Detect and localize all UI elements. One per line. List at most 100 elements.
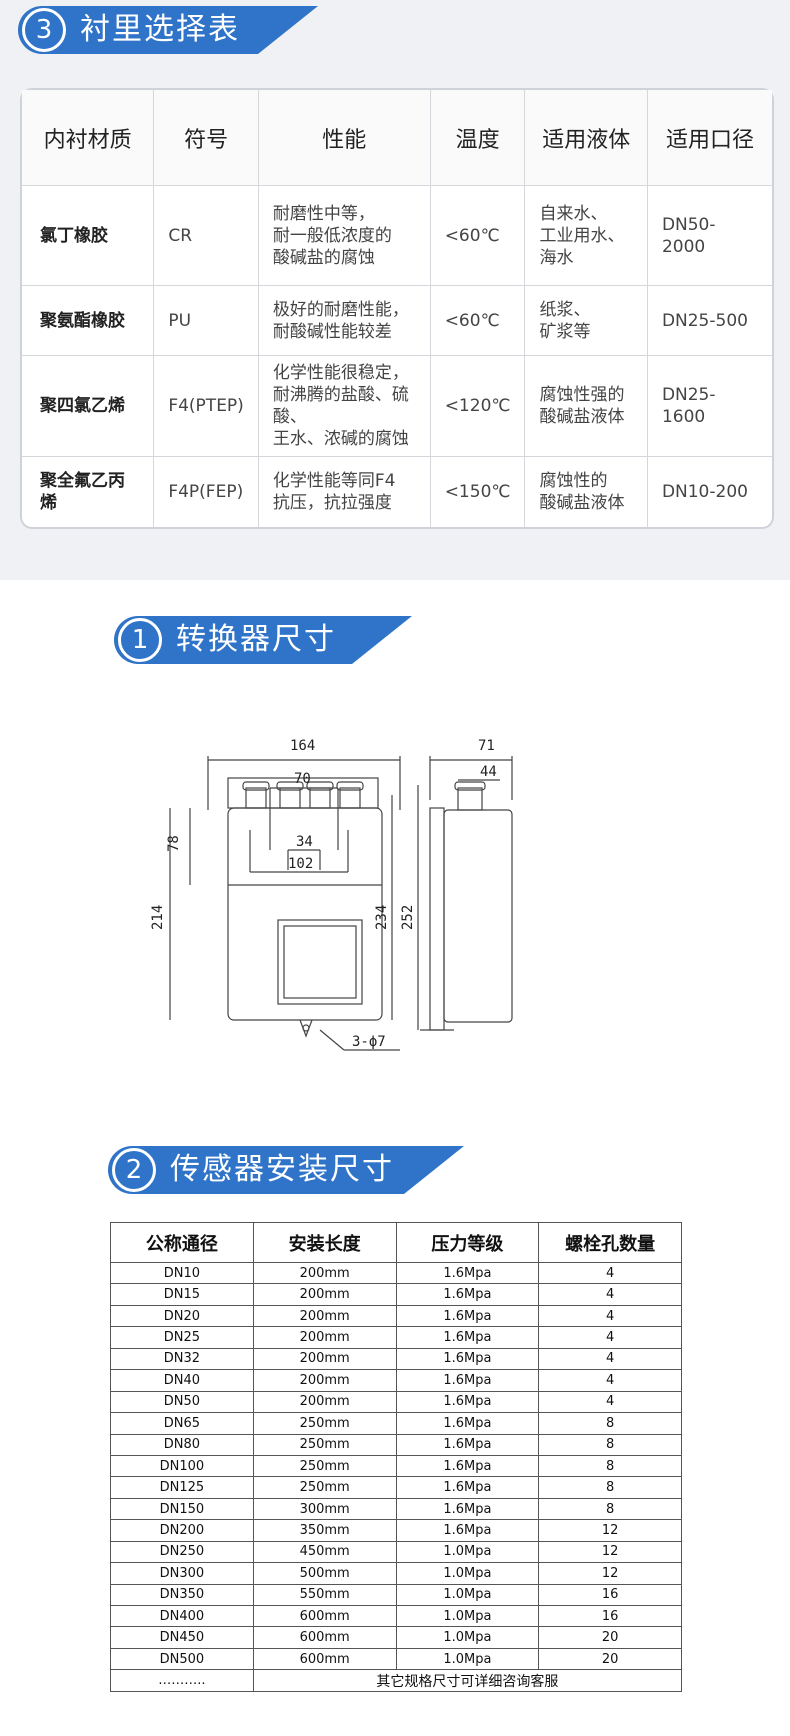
material-cell: 聚全氟乙丙烯 [22, 457, 155, 527]
bolt-count-cell: 8 [538, 1454, 682, 1478]
bolt-count-cell: 8 [538, 1476, 682, 1499]
dim-width-71: 71 [478, 738, 495, 754]
pressure-class-cell: 1.0Mpa [395, 1626, 540, 1649]
bolt-count-cell: 12 [538, 1519, 682, 1542]
pressure-class-cell: 1.6Mpa [395, 1519, 540, 1542]
dim-width-44: 44 [480, 764, 497, 780]
install-length-cell: 200mm [252, 1283, 397, 1306]
nominal-diameter-cell: DN10 [110, 1261, 254, 1285]
table-footer-row: ……….. 其它规格尺寸可详细咨询客服 [110, 1669, 683, 1692]
liquid-cell-line: 海水 [539, 247, 574, 268]
install-length-cell: 600mm [252, 1604, 397, 1628]
pressure-class-cell: 1.6Mpa [395, 1390, 540, 1414]
caliber-cell: DN25-500 [647, 286, 772, 356]
performance-cell: 耐磨性中等，耐一般低浓度的酸碱盐的腐蚀 [258, 186, 431, 286]
liquid-cell-line: 自来水、 [539, 203, 608, 224]
table-header-row: 内衬材质 符号 性能 温度 适用液体 适用口径 [22, 90, 772, 186]
bolt-count-cell: 20 [538, 1647, 682, 1671]
side-view [417, 756, 513, 1031]
bolt-count-cell: 8 [538, 1497, 682, 1521]
liquid-cell-line: 腐蚀性的 [539, 471, 608, 491]
bolt-count-cell: 12 [538, 1562, 682, 1585]
pressure-class-cell: 1.6Mpa [395, 1261, 540, 1285]
liquid-cell-line: 酸碱盐液体 [539, 407, 625, 427]
bolt-count-cell: 4 [538, 1304, 682, 1328]
column-header: 温度 [430, 90, 526, 186]
converter-body [227, 807, 383, 1021]
bolt-count-cell: 20 [538, 1626, 682, 1649]
nominal-diameter-cell: DN125 [110, 1476, 254, 1499]
temperature-cell: <150℃ [431, 457, 526, 527]
nominal-diameter-cell: DN450 [110, 1626, 254, 1649]
caliber-cell: DN25-1600 [647, 356, 772, 457]
performance-cell-line: 王水、浓碱的腐蚀 [272, 429, 409, 449]
pressure-class-cell: 1.0Mpa [395, 1604, 540, 1628]
nominal-diameter-cell: DN300 [110, 1562, 254, 1585]
performance-cell: 极好的耐磨性能，耐酸碱性能较差 [258, 286, 431, 356]
bolt-count-cell: 4 [538, 1369, 682, 1392]
bolt-count-cell: 16 [538, 1604, 682, 1628]
dim-height-252: 252 [400, 905, 416, 930]
caliber-cell: DN10-200 [661, 482, 748, 502]
column-header: 安装长度 [252, 1222, 397, 1263]
performance-cell-line: 耐沸腾的盐酸、硫酸、 [272, 385, 409, 427]
dim-width-70: 70 [294, 771, 311, 787]
dim-width-164: 164 [290, 738, 315, 754]
section-number-badge: 1 [118, 618, 162, 662]
liquid-cell-line: 矿浆等 [539, 321, 591, 342]
performance-cell-line: 耐磨性中等， [272, 203, 375, 224]
pressure-class-cell: 1.6Mpa [395, 1347, 540, 1371]
install-length-cell: 500mm [252, 1562, 397, 1585]
performance-cell-line: 极好的耐磨性能， [272, 299, 409, 320]
install-length-cell: 300mm [252, 1497, 397, 1521]
column-header: 适用液体 [525, 90, 648, 186]
performance-cell-line: 耐一般低浓度的 [272, 225, 392, 246]
nominal-diameter-cell: DN80 [110, 1433, 254, 1456]
display-window [277, 919, 363, 1005]
sensor-section-header: 2 传感器安装尺寸 [108, 1146, 464, 1198]
liquid-cell-line: 腐蚀性强的 [539, 385, 625, 405]
side-body [443, 809, 513, 1023]
section-title: 传感器安装尺寸 [170, 1152, 394, 1187]
install-length-cell: 200mm [252, 1347, 397, 1371]
bolt-count-cell: 4 [538, 1347, 682, 1371]
nominal-diameter-cell: DN400 [110, 1604, 254, 1628]
section-header-bar [108, 1146, 464, 1194]
pressure-class-cell: 1.6Mpa [395, 1497, 540, 1521]
liquid-cell-line: 酸碱盐液体 [539, 493, 625, 513]
bolt-count-cell: 4 [538, 1283, 682, 1306]
install-length-cell: 200mm [252, 1304, 397, 1328]
dim-width-102: 102 [288, 856, 313, 872]
dim-height-234: 234 [374, 905, 390, 930]
install-length-cell: 250mm [252, 1412, 397, 1435]
temperature-cell: <60℃ [430, 286, 526, 356]
install-length-cell: 350mm [252, 1519, 397, 1542]
install-length-cell: 600mm [252, 1626, 397, 1649]
liquid-cell: 腐蚀性的酸碱盐液体 [525, 457, 648, 527]
material-cell: 聚四氯乙烯 [22, 356, 155, 457]
liquid-cell: 自来水、工业用水、海水 [525, 186, 648, 286]
pressure-class-cell: 1.6Mpa [395, 1433, 540, 1456]
dim-holes: 3-ϕ7 [352, 1034, 386, 1050]
nominal-diameter-cell: DN350 [110, 1583, 254, 1607]
symbol-cell: CR [154, 186, 259, 286]
install-length-cell: 200mm [252, 1390, 397, 1414]
install-length-cell: 550mm [252, 1583, 397, 1607]
caliber-cell: DN50-2000 [647, 186, 772, 286]
section-number-badge: 2 [112, 1148, 156, 1192]
column-header: 性能 [258, 90, 431, 186]
nominal-diameter-cell: DN20 [110, 1304, 254, 1328]
column-header: 压力等级 [395, 1222, 540, 1263]
